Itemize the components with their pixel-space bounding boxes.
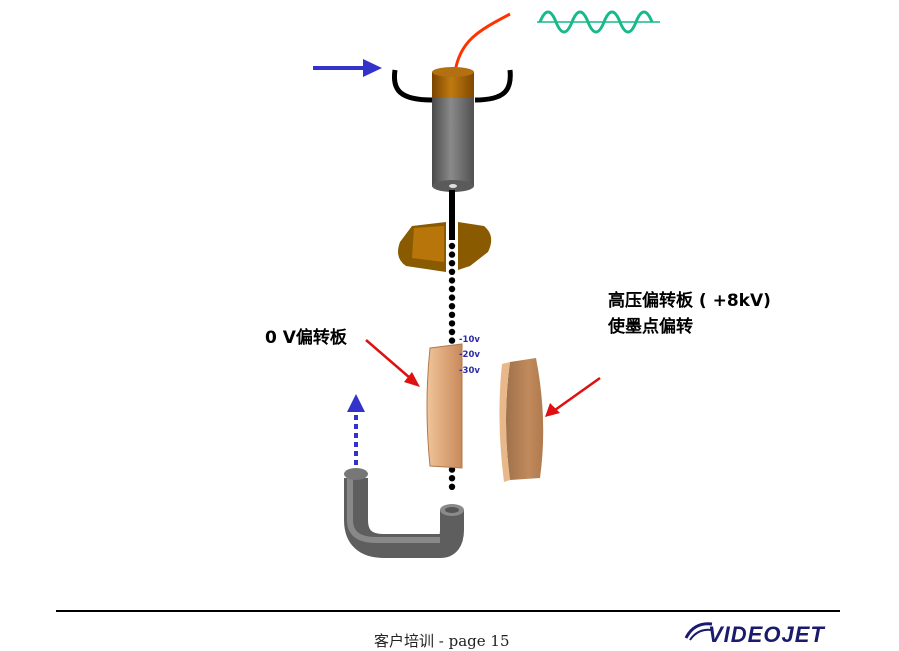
ink-inlet-arrow: [313, 59, 382, 77]
voltage-label-2: -20v: [459, 350, 480, 360]
ink-droplet: [448, 337, 456, 344]
nozzle-body: [432, 67, 474, 192]
ink-feed-tube-right: [474, 69, 513, 103]
ink-return-arrow: [347, 394, 365, 465]
ink-droplet: [448, 466, 456, 473]
zero-volt-pointer-arrow: [365, 339, 420, 387]
ink-droplet: [448, 242, 456, 250]
ink-droplet: [448, 260, 456, 267]
ink-droplet: [448, 251, 456, 258]
ink-droplet: [448, 285, 456, 293]
voltage-label-3: -30v: [459, 366, 480, 376]
videojet-logo-text: VIDEOJET: [708, 622, 825, 647]
deflection-purpose-label: 使墨点偏转: [608, 317, 693, 337]
ink-feed-tube-left: [391, 69, 433, 103]
videojet-logo-icon: [684, 622, 713, 641]
high-voltage-deflection-plate: [499, 358, 544, 482]
ink-droplet: [448, 328, 456, 336]
signal-wire: [453, 12, 511, 73]
voltage-label-1: -10v: [459, 335, 480, 345]
charge-electrode: [398, 222, 492, 272]
high-voltage-plate-label: 高压偏转板 ( +8kV): [608, 291, 771, 311]
ink-droplet: [448, 268, 456, 275]
ink-droplet: [448, 294, 456, 301]
zero-volt-deflection-plate: [426, 343, 463, 469]
gutter-tube: [344, 468, 464, 558]
ink-droplet: [448, 475, 456, 482]
ink-droplet: [448, 311, 456, 318]
ink-droplet: [448, 483, 456, 490]
zero-volt-plate-label: 0 V偏转板: [265, 328, 347, 348]
ink-droplet: [448, 277, 456, 284]
ink-droplet: [448, 320, 456, 327]
ink-droplet: [448, 303, 456, 310]
signal-wave-icon: [537, 10, 660, 34]
high-voltage-pointer-arrow: [545, 376, 601, 417]
